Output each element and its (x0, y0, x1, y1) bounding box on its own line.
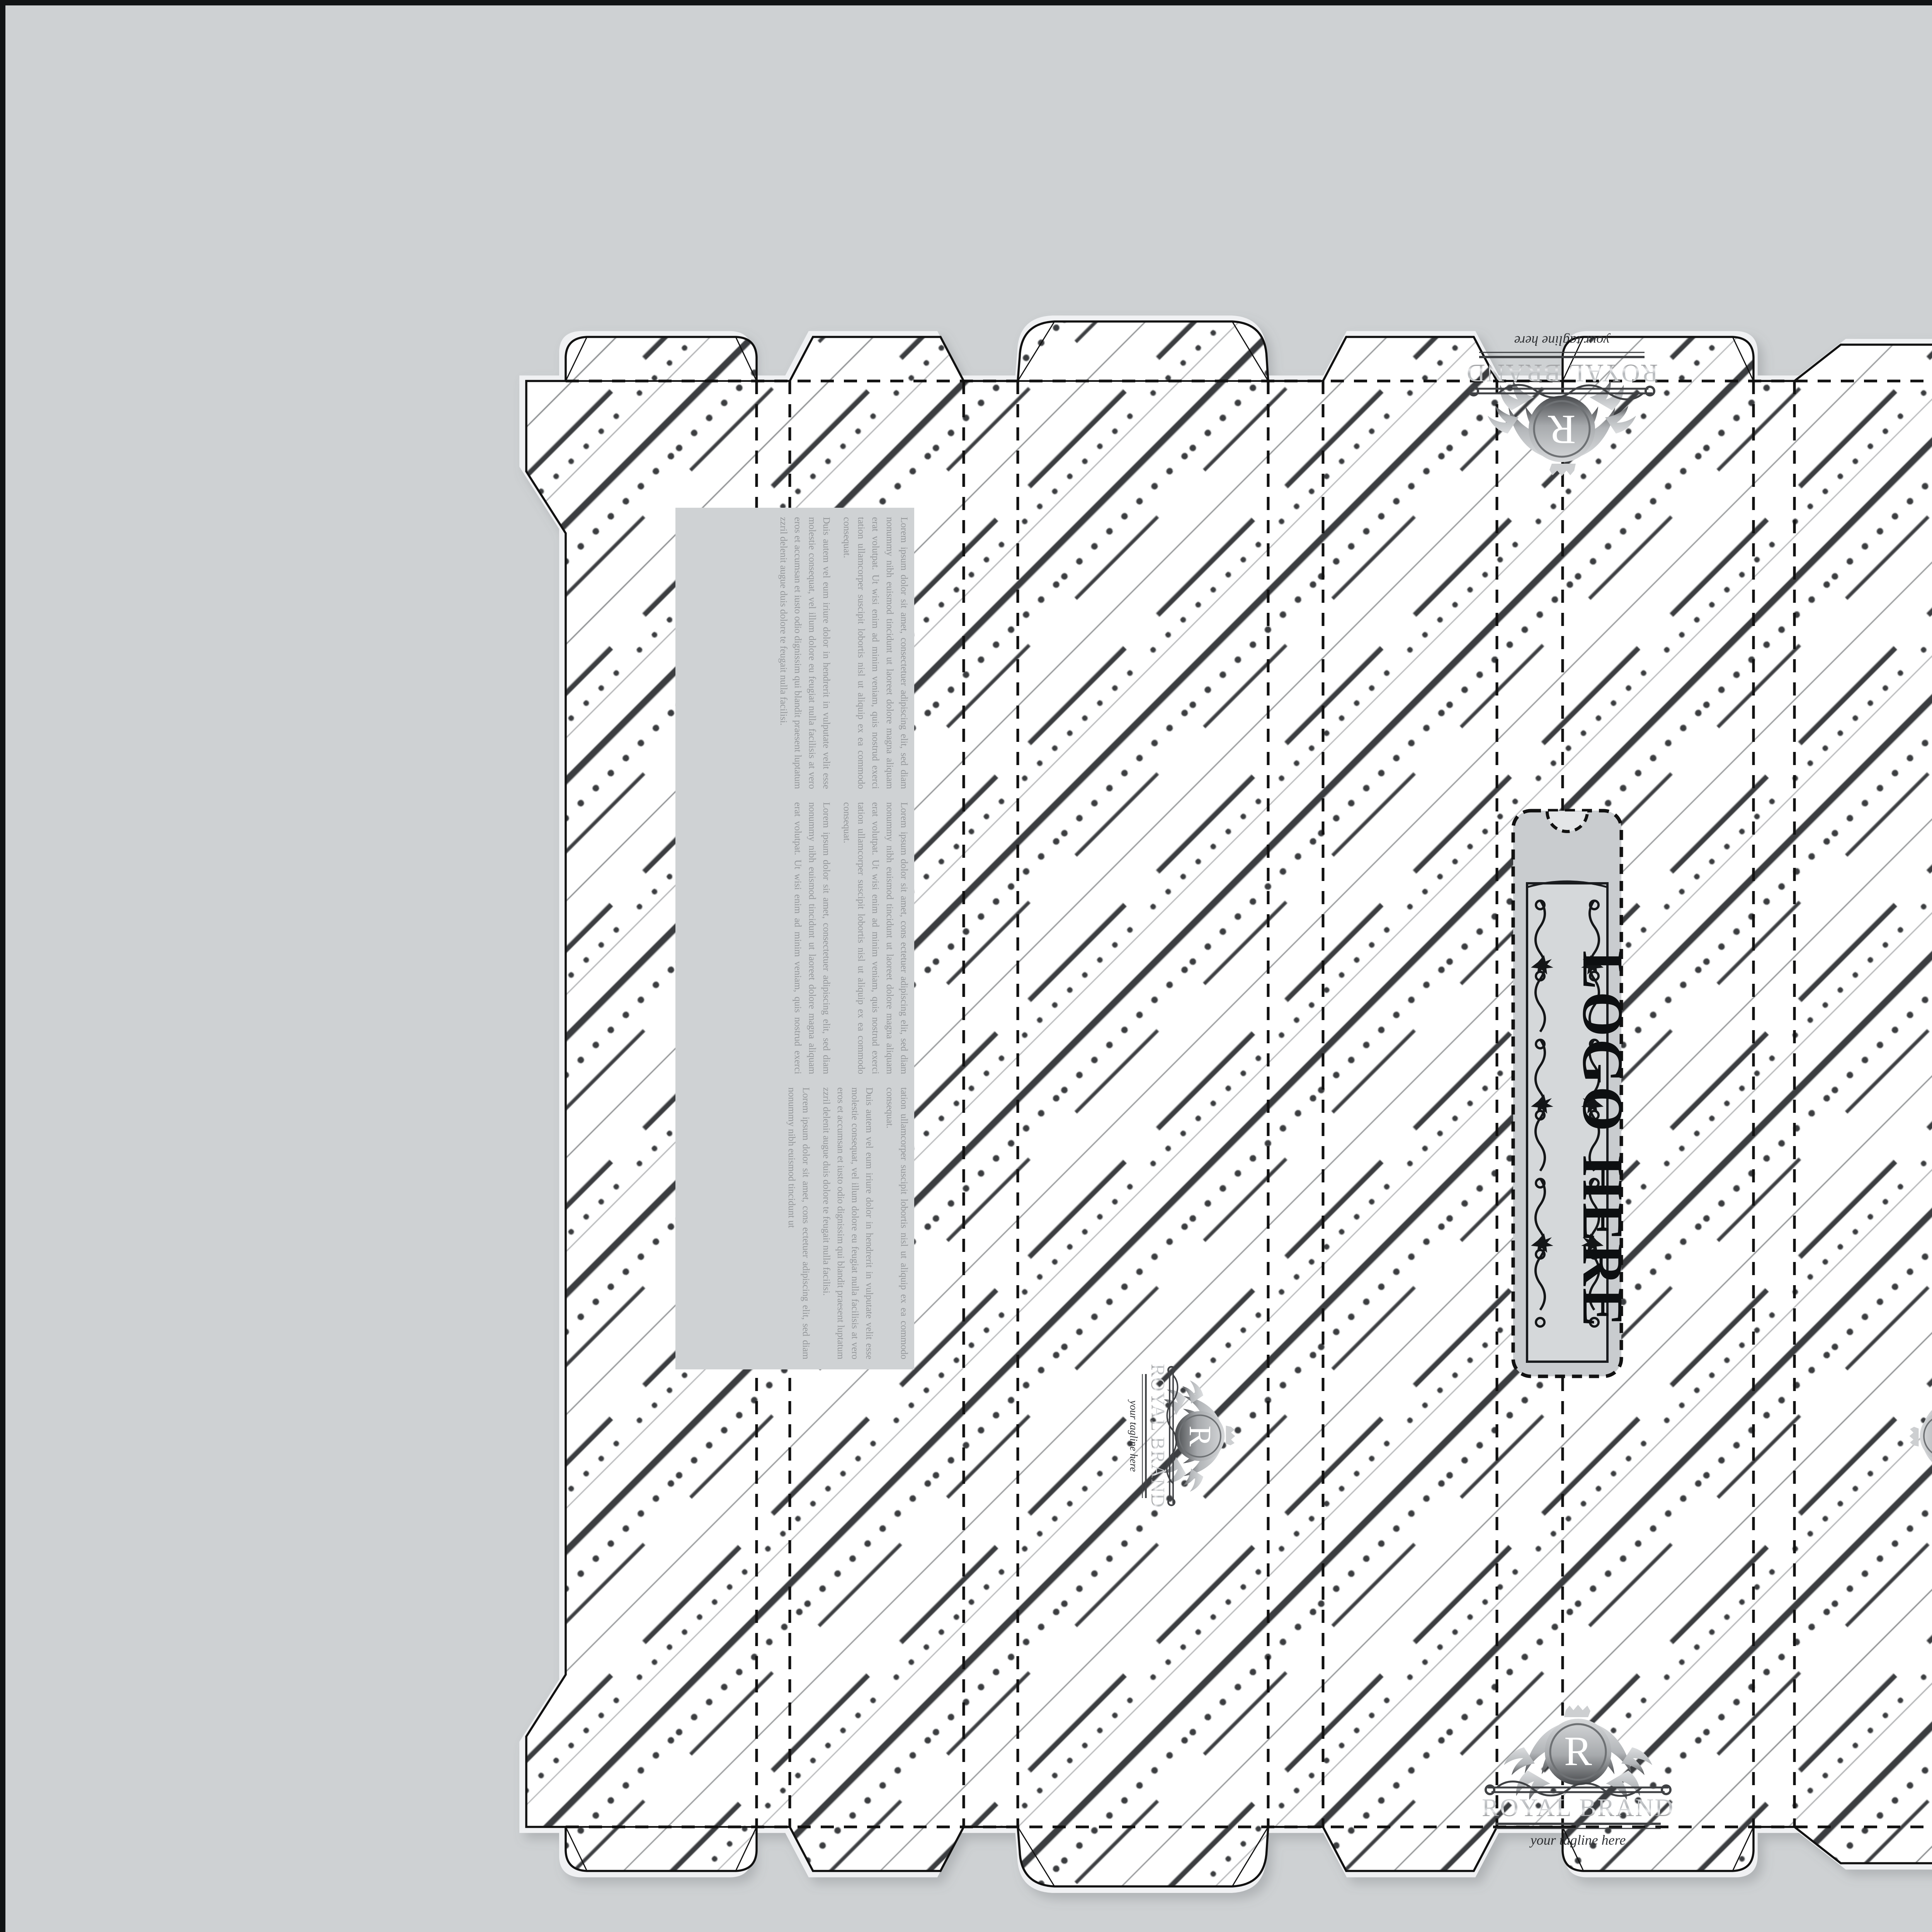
monogram-letter: R (1548, 406, 1576, 452)
brand-emblem-left: R ROYAL BRAND your tagline here (1125, 1355, 1235, 1517)
medallion-circle (1529, 396, 1595, 462)
brand-emblem-top: R ROYAL BRAND your tagline here (1454, 329, 1670, 476)
logo-text-line1: LOGO (1571, 951, 1635, 1134)
logo-hang-tab: LOGO HERE (1510, 808, 1635, 1379)
brand-tagline: your tagline here (1529, 1832, 1626, 1848)
floret-right (1581, 955, 1604, 1253)
dieline-artwork (519, 299, 1932, 1908)
notch-cuts (526, 336, 1842, 1872)
brand-emblem-right: R ROYAL BRAND your tagline here (1909, 1355, 1932, 1517)
logo-text-line2: HERE (1571, 1155, 1635, 1329)
brand-tagline: your tagline here (1128, 1399, 1139, 1472)
crown-icon (1226, 1425, 1235, 1446)
scroll-rule (1485, 1781, 1672, 1797)
divider-rule (1495, 1823, 1661, 1829)
brand-name: ROYAL BRAND (1482, 1794, 1674, 1822)
monogram-letter: R (1564, 1728, 1592, 1774)
divider-rule (1142, 1374, 1147, 1498)
divider-rule (1479, 352, 1645, 358)
crown-icon (1909, 1427, 1919, 1447)
medallion-circle (1175, 1411, 1225, 1461)
medallion-circle (1545, 1719, 1611, 1785)
brand-tagline: your tagline here (1514, 333, 1611, 349)
bevel-hairlines (565, 321, 1754, 1887)
hang-hole (1546, 811, 1589, 833)
crown-icon (1564, 1705, 1590, 1717)
brand-emblem-bottom: R ROYAL BRAND your tagline here (1470, 1705, 1686, 1852)
monogram-letter: R (1183, 1425, 1218, 1446)
scroll-rule (1468, 384, 1655, 400)
artwork-surface (526, 321, 1932, 1886)
crown-icon (1549, 464, 1576, 476)
brand-name: ROYAL BRAND (1148, 1364, 1169, 1509)
brand-name: ROYAL BRAND (1466, 359, 1658, 387)
monogram-letter: R (1927, 1425, 1932, 1446)
floret-left (1531, 955, 1553, 1253)
scroll-rule (1166, 1366, 1179, 1506)
